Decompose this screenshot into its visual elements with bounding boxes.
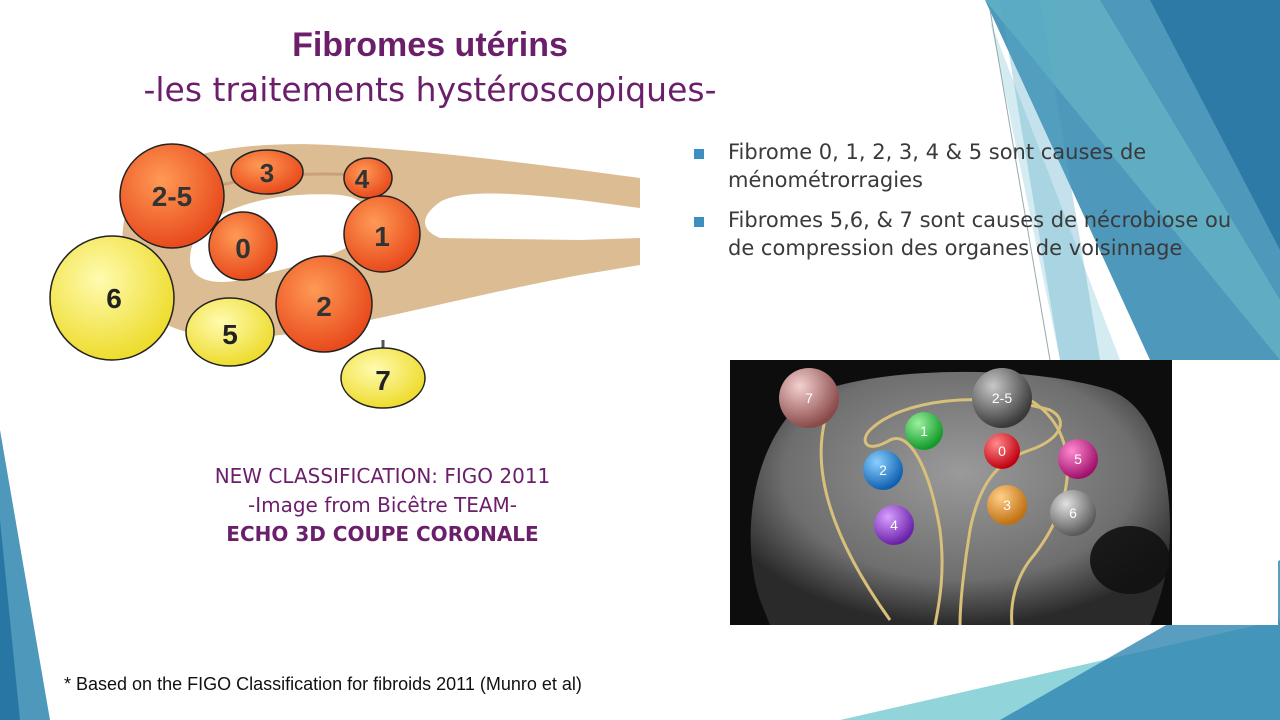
title-line-2: -les traitements hystéroscopiques- bbox=[143, 70, 717, 109]
echo-fibroid-2: 2 bbox=[863, 450, 903, 490]
echo-label: 2-5 bbox=[992, 390, 1012, 406]
fibroid-label: 7 bbox=[375, 365, 391, 396]
fibroid-4: 4 bbox=[343, 157, 393, 199]
echo-label: 5 bbox=[1074, 451, 1082, 467]
fibroid-label: 0 bbox=[235, 233, 251, 264]
fibroid-label: 3 bbox=[260, 158, 274, 188]
image-caption: NEW CLASSIFICATION: FIGO 2011 -Image fro… bbox=[170, 462, 595, 549]
bullet-item: Fibrome 0, 1, 2, 3, 4 & 5 sont causes de… bbox=[690, 138, 1250, 194]
fibroid-7: 7 bbox=[340, 347, 426, 409]
fibroid-3: 3 bbox=[230, 149, 304, 195]
square-bullet-icon bbox=[694, 217, 704, 227]
fibroid-1: 1 bbox=[343, 195, 421, 273]
echo-fibroid-2-5: 2-5 bbox=[972, 368, 1032, 428]
echo-label: 4 bbox=[890, 517, 898, 533]
echo-label: 1 bbox=[920, 423, 928, 439]
bullet-list: Fibrome 0, 1, 2, 3, 4 & 5 sont causes de… bbox=[690, 138, 1250, 274]
echo-label: 6 bbox=[1069, 505, 1077, 521]
echo-fibroid-0: 0 bbox=[984, 433, 1020, 469]
fibroid-label: 6 bbox=[106, 283, 122, 314]
square-bullet-icon bbox=[694, 149, 704, 159]
caption-line-3: ECHO 3D COUPE CORONALE bbox=[226, 522, 539, 546]
figo-uterus-diagram: 2-5 3 4 0 1 2 6 5 7 bbox=[49, 143, 640, 409]
echo-3d-image: 7 2-5 1 0 5 2 3 6 4 bbox=[730, 360, 1278, 625]
echo-fibroid-5: 5 bbox=[1058, 439, 1098, 479]
echo-fibroid-7: 7 bbox=[779, 368, 839, 428]
echo-fibroid-1: 1 bbox=[905, 412, 943, 450]
echo-label: 2 bbox=[879, 462, 887, 478]
bullet-item: Fibromes 5,6, & 7 sont causes de nécrobi… bbox=[690, 206, 1250, 262]
bullet-text: Fibrome 0, 1, 2, 3, 4 & 5 sont causes de… bbox=[728, 140, 1147, 192]
fibroid-label: 2 bbox=[316, 291, 332, 322]
fibroid-6: 6 bbox=[49, 235, 175, 361]
caption-line-1: NEW CLASSIFICATION: FIGO 2011 bbox=[214, 464, 551, 488]
echo-label: 3 bbox=[1003, 497, 1011, 513]
slide-title: Fibromes utérins -les traitements hystér… bbox=[120, 22, 740, 112]
fibroid-label: 1 bbox=[374, 221, 390, 252]
echo-label: 0 bbox=[998, 443, 1006, 459]
echo-label: 7 bbox=[805, 390, 813, 406]
fibroid-label: 2-5 bbox=[152, 181, 192, 212]
fibroid-0: 0 bbox=[208, 211, 278, 281]
fibroid-2: 2 bbox=[275, 255, 373, 353]
fibroid-label: 4 bbox=[355, 164, 370, 194]
echo-fibroid-4: 4 bbox=[874, 505, 914, 545]
footnote: * Based on the FIGO Classification for f… bbox=[64, 674, 582, 694]
ultrasound-fan bbox=[750, 371, 1170, 625]
echo-fibroid-6: 6 bbox=[1050, 490, 1096, 536]
fibroid-label: 5 bbox=[222, 319, 238, 350]
caption-line-2: -Image from Bicêtre TEAM- bbox=[248, 493, 517, 517]
fibroid-5: 5 bbox=[185, 297, 275, 367]
echo-fibroid-3: 3 bbox=[987, 485, 1027, 525]
bullet-text: Fibromes 5,6, & 7 sont causes de nécrobi… bbox=[728, 208, 1232, 260]
title-line-1: Fibromes utérins bbox=[292, 26, 568, 64]
fibroid-2-5: 2-5 bbox=[119, 143, 225, 249]
